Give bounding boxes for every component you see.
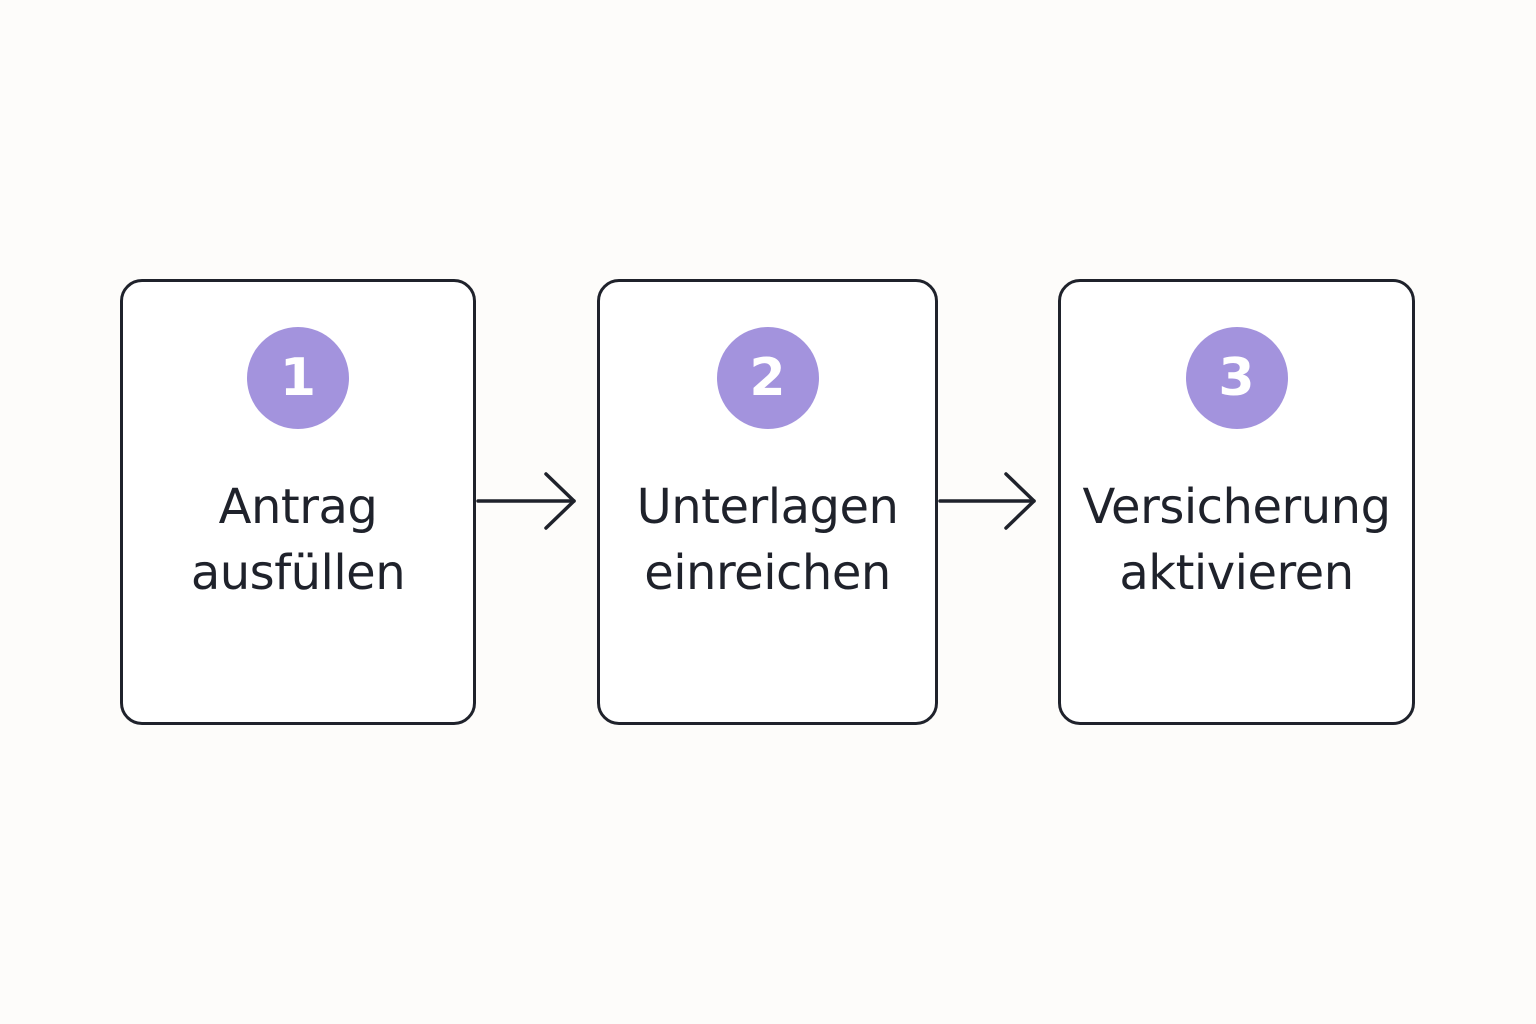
arrow-right-icon [476, 472, 576, 530]
step-2-number-badge: 2 [716, 327, 819, 429]
step-2-label-line-2: einreichen [644, 545, 891, 601]
step-3-label-line-2: aktivieren [1119, 545, 1354, 601]
step-3-box: 3 Versicherung aktivieren [1058, 279, 1415, 725]
step-1-label-line-1: Antrag [218, 479, 378, 535]
step-1-label-line-2: ausfüllen [190, 545, 406, 601]
arrow-right-icon [938, 472, 1036, 530]
step-2-label-line-1: Unterlagen [636, 479, 899, 535]
step-1-box: 1 Antrag ausfüllen [120, 279, 476, 725]
step-1-number-badge: 1 [247, 327, 349, 429]
step-2-box: 2 Unterlagen einreichen [597, 279, 938, 725]
step-3-number-badge: 3 [1185, 327, 1288, 429]
step-3-label: Versicherung aktivieren [1061, 474, 1412, 606]
step-2-label: Unterlagen einreichen [600, 474, 935, 606]
step-3-label-line-1: Versicherung [1082, 479, 1391, 535]
step-1-label: Antrag ausfüllen [123, 474, 473, 606]
